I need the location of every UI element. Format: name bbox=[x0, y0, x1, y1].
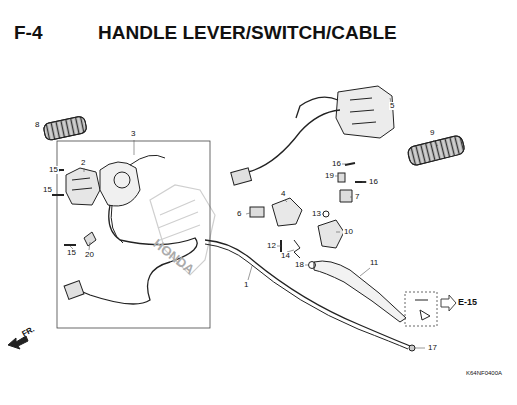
reference-arrow bbox=[441, 295, 456, 311]
right-grip bbox=[407, 134, 466, 166]
callout-number: 9 bbox=[429, 129, 435, 137]
left-switch-housing bbox=[100, 162, 140, 206]
callout-number: 16 bbox=[331, 160, 342, 168]
callout-number: 8 bbox=[34, 121, 40, 129]
callout-number: 15 bbox=[42, 186, 53, 194]
callout-number: 11 bbox=[369, 259, 379, 267]
assembly-frame bbox=[57, 141, 210, 328]
drawing-code: K64NF0400A bbox=[466, 370, 502, 376]
callout-number: 17 bbox=[427, 344, 438, 352]
figure-code: F-4 bbox=[14, 23, 43, 42]
callout-number: 13 bbox=[311, 210, 322, 218]
callout-number: 15 bbox=[48, 166, 59, 174]
callout-number: 15 bbox=[66, 249, 77, 257]
brake-lever bbox=[314, 261, 406, 322]
switch-harness bbox=[78, 205, 197, 304]
callout-number: 1 bbox=[243, 281, 249, 289]
switch-cover bbox=[66, 168, 100, 205]
leader-lines bbox=[50, 98, 438, 348]
callout-number: 20 bbox=[84, 251, 95, 259]
callout-number: 19 bbox=[324, 172, 335, 180]
callout-number: 10 bbox=[343, 228, 354, 236]
callout-number: 12 bbox=[266, 242, 277, 250]
lever-bracket bbox=[272, 198, 302, 226]
watermark: HONDA bbox=[151, 237, 197, 277]
front-mark: FR. bbox=[21, 325, 36, 338]
callout-number: 14 bbox=[280, 252, 291, 260]
callout-number: 18 bbox=[294, 261, 305, 269]
lever-holder bbox=[318, 220, 344, 248]
left-grip bbox=[43, 116, 88, 141]
right-switch-housing bbox=[336, 86, 394, 138]
switch-harness bbox=[248, 110, 340, 172]
callout-number: 16 bbox=[368, 178, 379, 186]
reference-code: E-15 bbox=[458, 298, 477, 307]
cable bbox=[205, 240, 410, 346]
callout-number: 7 bbox=[354, 193, 360, 201]
callout-number: 3 bbox=[130, 130, 136, 138]
callout-number: 4 bbox=[280, 190, 286, 198]
callout-number: 2 bbox=[80, 159, 86, 167]
page-title: HANDLE LEVER/SWITCH/CABLE bbox=[98, 23, 397, 42]
callout-number: 5 bbox=[389, 102, 395, 110]
callout-number: 6 bbox=[236, 210, 242, 218]
